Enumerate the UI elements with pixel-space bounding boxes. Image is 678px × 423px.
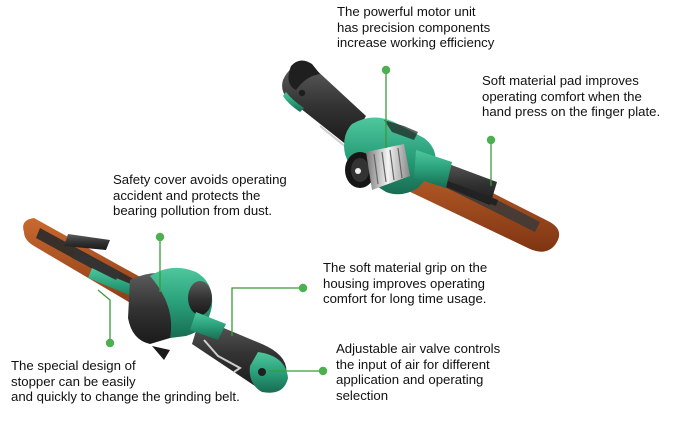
callout-soft-pad: Soft material pad improves operating com… xyxy=(482,73,661,120)
upper-belt-sander-icon xyxy=(282,60,560,252)
leader-dot-valve xyxy=(318,366,328,376)
leader-dot-motor xyxy=(381,65,391,75)
leader-dot-pad xyxy=(486,135,496,145)
leader-dot-cover xyxy=(155,232,165,242)
upper-handle xyxy=(282,64,366,146)
leader-dot-stopper xyxy=(105,338,115,348)
leader-dots xyxy=(105,65,496,376)
leader-dot-grip xyxy=(298,283,308,293)
callout-air-valve: Adjustable air valve controls the input … xyxy=(336,341,501,403)
callout-soft-grip: The soft material grip on the housing im… xyxy=(323,260,488,307)
callout-motor-unit: The powerful motor unit has precision co… xyxy=(337,4,495,51)
callout-safety-cover: Safety cover avoids operating accident a… xyxy=(113,172,287,219)
air-valve-icon xyxy=(258,368,266,376)
callout-stopper: The special design of stopper can be eas… xyxy=(11,358,240,405)
lower-belt-sander-icon xyxy=(23,218,288,393)
leader-lines xyxy=(97,70,492,372)
